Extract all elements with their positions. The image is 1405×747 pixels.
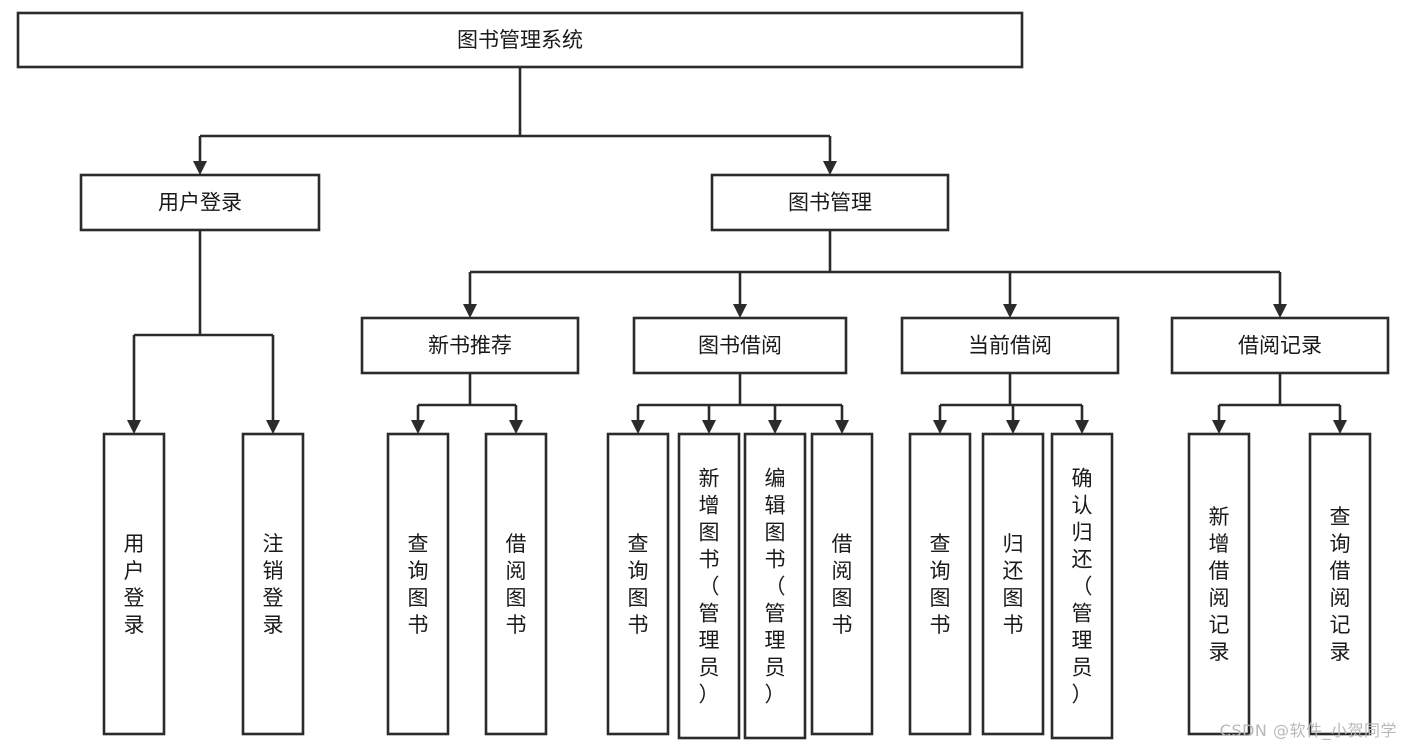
edge-bookmanage-to-new-book-recommend-arrowhead <box>463 304 477 318</box>
node-root-label: 图书管理系统 <box>457 28 583 52</box>
node-leaf-confirm-return[interactable]: 确认归还（管理员） <box>1050 432 1114 740</box>
node-leaf-borrow-book-label: 借阅图书 <box>832 532 853 637</box>
node-user-login[interactable]: 用户登录 <box>79 173 321 232</box>
node-leaf-query-book-rec[interactable]: 查询图书 <box>386 432 450 736</box>
edge-current-borrow-to-leaf-query-book-cur-arrowhead <box>933 420 947 434</box>
node-leaf-query-book-cur-label: 查询图书 <box>930 532 951 637</box>
node-current-borrow-label: 当前借阅 <box>968 334 1052 358</box>
node-leaf-query-book-borrow-label: 查询图书 <box>628 532 649 637</box>
node-leaf-borrow-book-rec-label: 借阅图书 <box>506 532 527 637</box>
node-leaf-add-record-box[interactable] <box>1187 432 1251 736</box>
edge-root-to-user-login-arrowhead <box>193 161 207 175</box>
node-leaf-user-login-box[interactable] <box>102 432 166 736</box>
node-leaf-add-book-box[interactable] <box>677 432 741 740</box>
node-borrow-record-box[interactable] <box>1170 316 1390 375</box>
node-leaf-query-book-rec-box[interactable] <box>386 432 450 736</box>
edge-bookmanage-to-borrow-record-arrowhead <box>1273 304 1287 318</box>
node-book-borrow-box[interactable] <box>632 316 848 375</box>
node-new-book-recommend[interactable]: 新书推荐 <box>360 316 580 375</box>
edge-new-book-recommend-to-leaf-borrow-book-rec-arrowhead <box>509 420 523 434</box>
watermark-label: CSDN @软件_小贺同学 <box>1219 721 1397 740</box>
edge-bookmanage-to-book-borrow-arrowhead <box>733 304 747 318</box>
node-book-manage[interactable]: 图书管理 <box>710 173 950 232</box>
node-book-manage-box[interactable] <box>710 173 950 232</box>
node-leaf-add-record[interactable]: 新增借阅记录 <box>1187 432 1251 736</box>
node-leaf-return-book-box[interactable] <box>981 432 1045 736</box>
node-book-manage-label: 图书管理 <box>788 191 872 215</box>
node-leaf-add-book-label: 新增图书（管理员） <box>699 467 720 707</box>
node-leaf-return-book[interactable]: 归还图书 <box>981 432 1045 736</box>
edge-current-borrow-to-leaf-confirm-return-arrowhead <box>1075 420 1089 434</box>
node-leaf-return-book-label: 归还图书 <box>1003 532 1024 637</box>
connector-layer <box>127 67 1347 434</box>
node-leaf-query-book-cur-box[interactable] <box>908 432 972 736</box>
node-new-book-recommend-box[interactable] <box>360 316 580 375</box>
edge-userlogin-to-leaf-user-login-arrowhead <box>127 420 141 434</box>
edge-borrow-record-to-leaf-query-record-arrowhead <box>1333 420 1347 434</box>
node-leaf-query-record[interactable]: 查询借阅记录 <box>1308 432 1372 736</box>
node-current-borrow-box[interactable] <box>900 316 1120 375</box>
node-leaf-borrow-book-rec[interactable]: 借阅图书 <box>484 432 548 736</box>
node-leaf-add-book[interactable]: 新增图书（管理员） <box>677 432 741 740</box>
node-leaf-borrow-book-rec-box[interactable] <box>484 432 548 736</box>
node-leaf-logout-box[interactable] <box>241 432 305 736</box>
edge-book-borrow-to-leaf-add-book-arrowhead <box>702 420 716 434</box>
node-current-borrow[interactable]: 当前借阅 <box>900 316 1120 375</box>
node-leaf-add-record-label: 新增借阅记录 <box>1209 505 1230 664</box>
node-new-book-recommend-label: 新书推荐 <box>428 334 512 358</box>
edge-book-borrow-to-leaf-edit-book-arrowhead <box>768 420 782 434</box>
node-layer: 图书管理系统用户登录图书管理新书推荐图书借阅当前借阅借阅记录用户登录注销登录查询… <box>16 11 1390 740</box>
node-leaf-query-book-borrow[interactable]: 查询图书 <box>606 432 670 736</box>
node-leaf-query-book-borrow-box[interactable] <box>606 432 670 736</box>
node-leaf-logout-label: 注销登录 <box>263 532 284 637</box>
edge-current-borrow-to-leaf-return-book-arrowhead <box>1006 420 1020 434</box>
node-book-borrow[interactable]: 图书借阅 <box>632 316 848 375</box>
node-leaf-confirm-return-label: 确认归还（管理员） <box>1072 467 1093 707</box>
node-root[interactable]: 图书管理系统 <box>16 11 1024 69</box>
edge-new-book-recommend-to-leaf-query-book-rec-arrowhead <box>411 420 425 434</box>
node-user-login-box[interactable] <box>79 173 321 232</box>
edge-bookmanage-to-current-borrow-arrowhead <box>1003 304 1017 318</box>
node-leaf-query-book-cur[interactable]: 查询图书 <box>908 432 972 736</box>
edge-root-to-book-manage-arrowhead <box>823 161 837 175</box>
node-leaf-borrow-book-box[interactable] <box>810 432 874 736</box>
node-leaf-logout[interactable]: 注销登录 <box>241 432 305 736</box>
edge-book-borrow-to-leaf-borrow-book-arrowhead <box>835 420 849 434</box>
node-leaf-edit-book-label: 编辑图书（管理员） <box>765 467 786 707</box>
edge-book-borrow-to-leaf-query-book-borrow-arrowhead <box>631 420 645 434</box>
node-user-login-label: 用户登录 <box>158 191 242 215</box>
edge-borrow-record-to-leaf-add-record-arrowhead <box>1212 420 1226 434</box>
node-leaf-edit-book-box[interactable] <box>743 432 807 740</box>
node-leaf-user-login[interactable]: 用户登录 <box>102 432 166 736</box>
node-book-borrow-label: 图书借阅 <box>698 334 782 358</box>
node-borrow-record-label: 借阅记录 <box>1238 334 1322 358</box>
node-leaf-query-book-rec-label: 查询图书 <box>408 532 429 637</box>
node-borrow-record[interactable]: 借阅记录 <box>1170 316 1390 375</box>
edge-userlogin-to-leaf-logout-arrowhead <box>266 420 280 434</box>
node-leaf-borrow-book[interactable]: 借阅图书 <box>810 432 874 736</box>
node-root-box[interactable] <box>16 11 1024 69</box>
node-leaf-query-record-label: 查询借阅记录 <box>1330 505 1351 664</box>
node-leaf-edit-book[interactable]: 编辑图书（管理员） <box>743 432 807 740</box>
node-leaf-user-login-label: 用户登录 <box>124 532 145 637</box>
node-leaf-confirm-return-box[interactable] <box>1050 432 1114 740</box>
node-leaf-query-record-box[interactable] <box>1308 432 1372 736</box>
